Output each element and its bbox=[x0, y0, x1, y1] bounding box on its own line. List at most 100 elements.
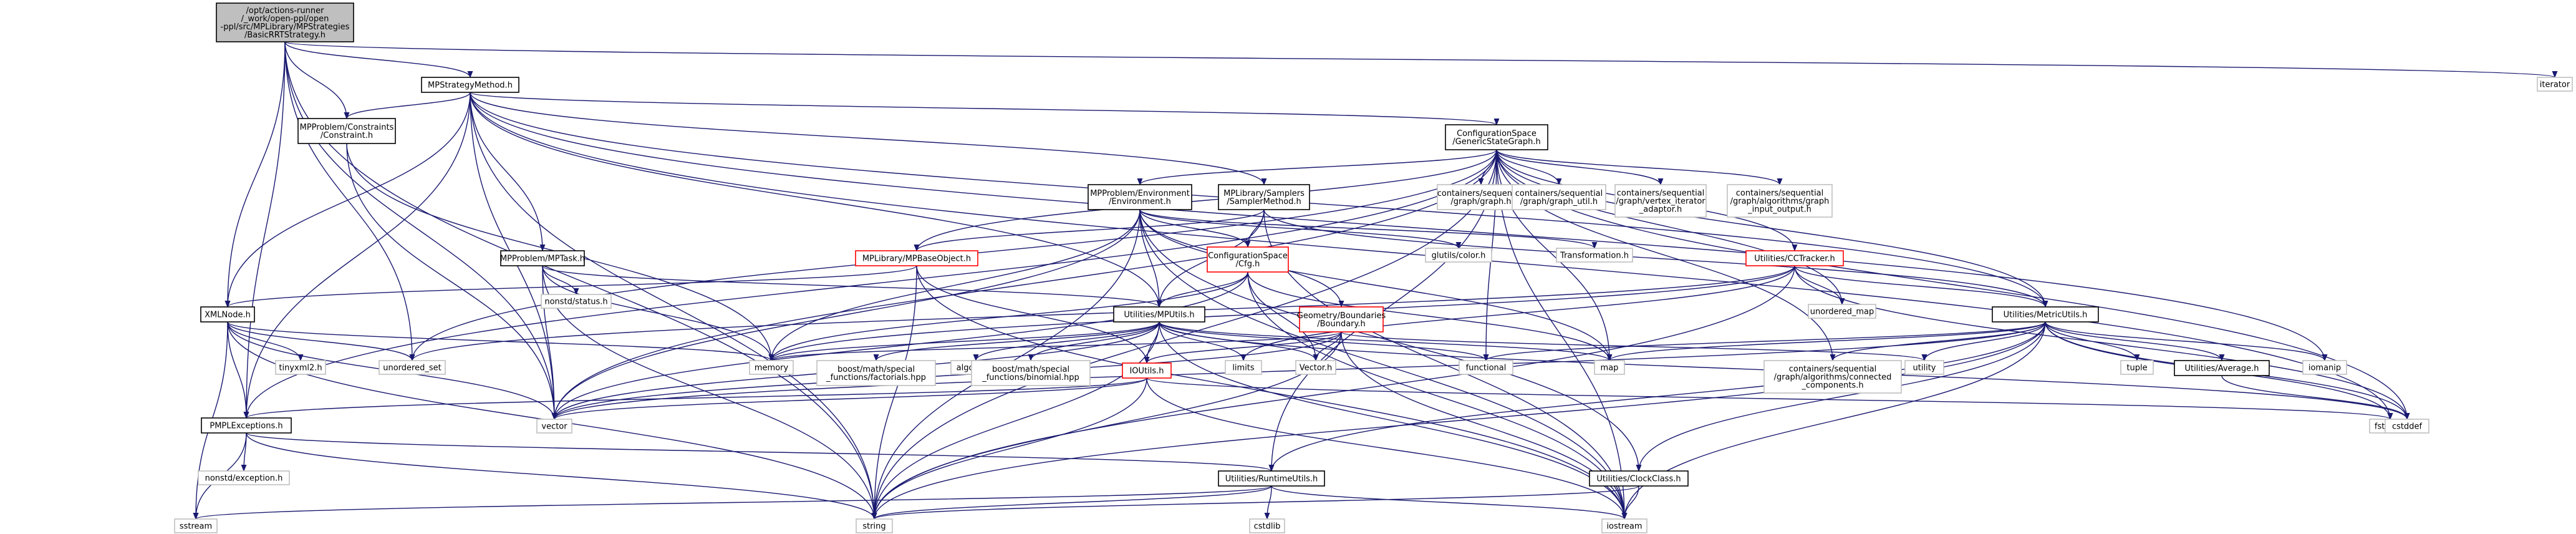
node-limits: limits bbox=[1225, 360, 1262, 375]
edge-MetricUtils-to-tuple bbox=[2045, 321, 2140, 362]
node-box bbox=[1445, 124, 1548, 150]
node-label: limits bbox=[1232, 364, 1255, 373]
edge-Environment-to-memory bbox=[768, 209, 1141, 362]
node-label: containers/sequential bbox=[1617, 189, 1705, 198]
node-box bbox=[421, 77, 519, 93]
edge-RuntimeUtils-to-sstream bbox=[193, 485, 1272, 520]
node-label: utility bbox=[1913, 364, 1936, 373]
node-label: MPLibrary/MPBaseObject.h bbox=[862, 255, 971, 264]
edge-MPUtils-to-memory bbox=[768, 321, 1160, 362]
node-label: memory bbox=[755, 364, 789, 373]
node-xmlnode[interactable]: XMLNode.h bbox=[200, 306, 255, 323]
node-box bbox=[1808, 304, 1876, 319]
node-box bbox=[275, 360, 326, 375]
node-pmplexceptions[interactable]: PMPLExceptions.h bbox=[201, 417, 292, 434]
node-mptask[interactable]: MPProblem/MPTask.h bbox=[500, 250, 585, 266]
edge-MetricUtils-to-ClockClass bbox=[1636, 321, 2046, 472]
node-iterator: iterator bbox=[2537, 77, 2573, 92]
node-cctracker[interactable]: Utilities/CCTracker.h bbox=[1745, 250, 1844, 266]
edge-MPStrategyMethod-to-iomanip bbox=[470, 92, 2328, 362]
node-label: Utilities/Average.h bbox=[2184, 364, 2259, 374]
node-average[interactable]: Utilities/Average.h bbox=[2174, 360, 2270, 376]
node-label: sstream bbox=[180, 522, 212, 532]
node-metricutils[interactable]: Utilities/MetricUtils.h bbox=[1992, 306, 2099, 323]
edge-GenericStateGraph-to-unordered_map bbox=[1496, 149, 1845, 306]
edge-MPStrategyMethod-to-Constraint bbox=[344, 92, 471, 120]
node-box bbox=[749, 360, 794, 375]
edge-MPTask-to-MPUtils bbox=[542, 265, 1162, 308]
node-label: -ppl/src/MPLibrary/MPStrategies bbox=[221, 22, 350, 32]
node-box bbox=[2174, 360, 2270, 376]
node-functional: functional bbox=[1459, 360, 1513, 375]
edge-Constraint-to-vector bbox=[346, 143, 557, 420]
edge-GenericStateGraph-to-MPBaseObject bbox=[914, 149, 1497, 252]
node-mpstrategymethod[interactable]: MPStrategyMethod.h bbox=[421, 77, 519, 93]
edge-BasicRRTStrategy-to-XMLNode bbox=[224, 41, 286, 308]
node-label: /_work/open-ppl/open bbox=[241, 14, 329, 24]
edge-MetricUtils-to-Average bbox=[2045, 321, 2225, 362]
node-label: /BasicRRTStrategy.h bbox=[244, 31, 326, 40]
edge-XMLNode-to-PMPLExceptions bbox=[227, 321, 249, 419]
node-label: /graph/graph_util.h bbox=[1520, 197, 1598, 206]
node-label: boost/math/special bbox=[837, 365, 915, 374]
edge-GenericStateGraph-to-cs_vertex_iter bbox=[1496, 149, 1664, 186]
edge-BasicRRTStrategy-to-string bbox=[284, 41, 877, 520]
node-label: PMPLExceptions.h bbox=[210, 422, 282, 431]
edge-MPUtils-to-map bbox=[1159, 321, 1613, 362]
node-box bbox=[541, 294, 612, 309]
node-label: MPStrategyMethod.h bbox=[428, 81, 513, 90]
edge-GenericStateGraph-to-string bbox=[871, 149, 1497, 520]
node-label: map bbox=[1601, 364, 1619, 373]
edge-MPBaseObject-to-string bbox=[871, 265, 917, 520]
node-box bbox=[1512, 184, 1606, 210]
edge-Average-to-cstddef bbox=[2221, 375, 2410, 420]
node-samplermethod[interactable]: MPLibrary/Samplers/SamplerMethod.h bbox=[1218, 184, 1310, 210]
edge-CCTracker-to-cstddef bbox=[1794, 265, 2410, 420]
edge-CCTracker-to-memory bbox=[768, 265, 1795, 362]
node-cs-graph-input: containers/sequential/graph/algorithms/g… bbox=[1727, 184, 1833, 218]
edge-MPUtils-to-functional bbox=[1159, 321, 1489, 362]
node-genericstategraph[interactable]: ConfigurationSpace/GenericStateGraph.h bbox=[1445, 124, 1548, 150]
node-box bbox=[856, 518, 893, 533]
edge-Cfg-to-map bbox=[1247, 271, 1613, 362]
edge-MPTask-to-memory bbox=[542, 265, 774, 362]
node-label: Utilities/ClockClass.h bbox=[1596, 475, 1681, 484]
node-ioutils[interactable]: IOUtils.h bbox=[1122, 362, 1172, 379]
node-box bbox=[2120, 360, 2154, 375]
node-label: /Boundary.h bbox=[1317, 319, 1366, 329]
edge-IOUtils-to-fstream bbox=[1146, 377, 2393, 420]
edge-GenericStateGraph-to-Environment bbox=[1137, 149, 1497, 186]
node-box bbox=[2385, 419, 2429, 434]
node-label: tuple bbox=[2126, 364, 2147, 373]
edges-layer bbox=[193, 41, 2557, 520]
edge-GenericStateGraph-to-cs_graph_util bbox=[1496, 149, 1562, 186]
node-clockclass[interactable]: Utilities/ClockClass.h bbox=[1589, 470, 1689, 487]
edge-MPStrategyMethod-to-XMLNode bbox=[224, 92, 471, 308]
node-cfg[interactable]: ConfigurationSpace/Cfg.h bbox=[1207, 246, 1289, 273]
node-mputils[interactable]: Utilities/MPUtils.h bbox=[1113, 306, 1205, 323]
node-mpbaseobject[interactable]: MPLibrary/MPBaseObject.h bbox=[855, 250, 978, 266]
node-runtimeutils[interactable]: Utilities/RuntimeUtils.h bbox=[1218, 470, 1325, 487]
node-box bbox=[1225, 360, 1262, 375]
edge-MPStrategyMethod-to-SamplerMethod bbox=[470, 92, 1267, 186]
node-label: /graph/algorithms/graph bbox=[1730, 197, 1830, 206]
node-box bbox=[1113, 306, 1205, 323]
node-environment[interactable]: MPProblem/Environment/Environment.h bbox=[1088, 184, 1192, 210]
node-boundary[interactable]: Geometry/Boundaries/Boundary.h bbox=[1297, 306, 1386, 333]
edge-BasicRRTStrategy-to-iterator bbox=[284, 41, 2557, 79]
node-iostream: iostream bbox=[1601, 518, 1647, 533]
node-box bbox=[1425, 248, 1492, 263]
edge-Cfg-to-vector bbox=[551, 271, 1248, 420]
node-box bbox=[1437, 184, 1525, 210]
node-box bbox=[500, 250, 585, 266]
node-box bbox=[1745, 250, 1844, 266]
node-label: glutils/color.h bbox=[1432, 251, 1486, 261]
edge-Boundary-to-vector bbox=[551, 331, 1342, 420]
edge-IOUtils-to-vector bbox=[551, 377, 1147, 420]
node-basicrrtstrategy[interactable]: /opt/actions-runner/_work/open-ppl/open-… bbox=[216, 2, 354, 42]
node-constraint[interactable]: MPProblem/Constraints/Constraint.h bbox=[297, 118, 396, 144]
edge-SamplerMethod-to-MetricUtils bbox=[1263, 209, 2048, 308]
node-label: unordered_set bbox=[383, 364, 441, 373]
edge-MetricUtils-to-string bbox=[871, 321, 2046, 520]
